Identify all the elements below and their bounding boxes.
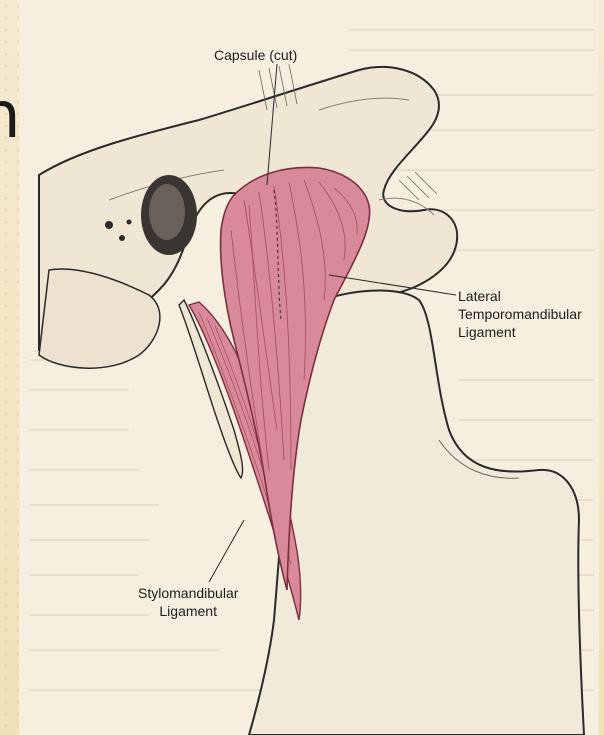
- bone-foramen: [105, 221, 113, 229]
- ear-canal-inner: [149, 184, 185, 240]
- tmj-ligament-drawing: [19, 0, 599, 735]
- bone-foramen: [127, 220, 132, 225]
- slide-heading-fragment: n: [0, 84, 20, 154]
- anatomy-illustration: [19, 0, 599, 735]
- label-lateral-temporomandibular-ligament: Lateral Temporomandibular Ligament: [458, 287, 582, 341]
- label-stylomandibular-ligament: Stylomandibular Ligament: [138, 584, 238, 620]
- bone-foramen: [119, 235, 125, 241]
- stylomandibular-leader-line: [209, 520, 244, 582]
- label-capsule: Capsule (cut): [214, 46, 297, 64]
